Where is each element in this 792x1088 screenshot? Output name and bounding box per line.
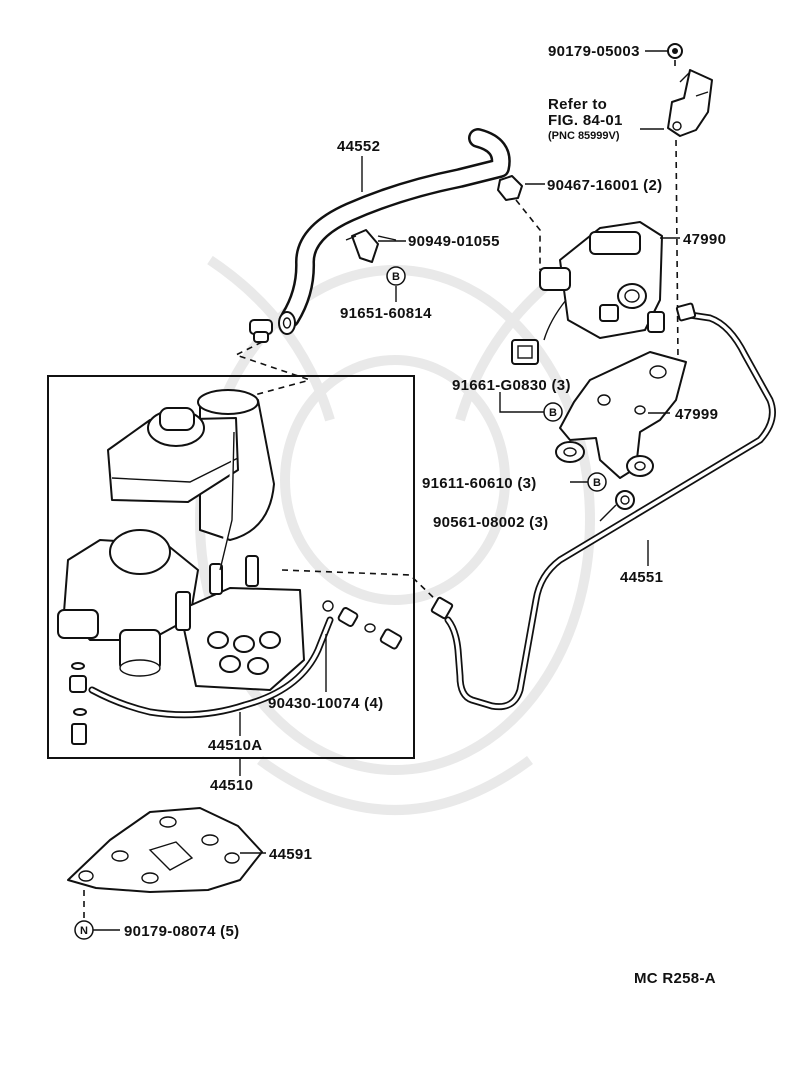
label-91661-G0830: 91661-G0830 (3) — [452, 377, 571, 394]
svg-text:B: B — [392, 271, 400, 283]
marker-b-91651: B — [386, 266, 406, 286]
label-44591: 44591 — [269, 846, 312, 863]
label-90561-08002: 90561-08002 (3) — [433, 514, 548, 531]
nut-90179-05003 — [667, 43, 683, 59]
dashed-link-hose — [233, 341, 311, 381]
fittings-stack — [69, 662, 87, 745]
marker-n-90179: N — [74, 920, 94, 940]
dashed-link-nut — [515, 199, 541, 270]
actuator-47990 — [511, 221, 665, 365]
abs-actuator-44510A — [57, 389, 305, 691]
bracket-47999 — [555, 351, 687, 479]
bracket-top — [667, 69, 713, 137]
label-47999: 47999 — [675, 406, 718, 423]
tube-44551 — [430, 302, 776, 711]
hose-clamp-lower — [249, 319, 273, 343]
label-91611-60610: 91611-60610 (3) — [422, 475, 537, 492]
label-47990: 47990 — [683, 231, 726, 248]
label-90430-10074: 90430-10074 (4) — [268, 695, 383, 712]
clip-90949 — [345, 229, 397, 263]
assembly-frame — [47, 375, 415, 759]
marker-b-91611: B — [587, 472, 607, 492]
label-44510: 44510 — [210, 777, 253, 794]
svg-text:B: B — [593, 477, 601, 489]
label-44552: 44552 — [337, 138, 380, 155]
hose-44552 — [278, 128, 511, 335]
label-44551: 44551 — [620, 569, 663, 586]
leader-lines — [92, 50, 680, 931]
svg-text:N: N — [80, 925, 88, 937]
washer-90561 — [615, 490, 635, 510]
nut-90467 — [497, 175, 523, 201]
bracket-44591 — [67, 807, 263, 893]
pipe-44510A — [88, 616, 334, 719]
label-90179-05003: 90179-05003 — [548, 43, 640, 60]
svg-text:B: B — [549, 407, 557, 419]
label-44510A: 44510A — [208, 737, 262, 754]
label-refer-line3: (PNC 85999V) — [548, 130, 620, 142]
label-90467-16001: 90467-16001 (2) — [547, 177, 662, 194]
label-refer-line2: FIG. 84-01 — [548, 112, 623, 129]
label-90179-08074: 90179-08074 (5) — [124, 923, 239, 940]
label-refer-line1: Refer to — [548, 96, 607, 113]
dashed-link-bracket — [674, 60, 679, 361]
marker-b-91661: B — [543, 402, 563, 422]
diagram-code: MC R258-A — [634, 970, 716, 987]
unions-90430 — [322, 600, 403, 650]
label-91651-60814: 91651-60814 — [340, 305, 432, 322]
label-90949-01055: 90949-01055 — [408, 233, 500, 250]
